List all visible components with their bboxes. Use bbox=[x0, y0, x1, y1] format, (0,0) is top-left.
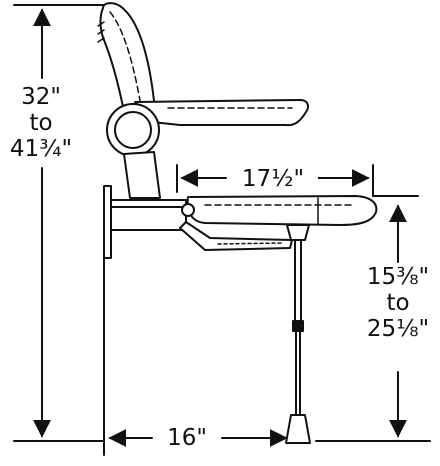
height-label-line3: 41¾" bbox=[9, 136, 73, 162]
armrest bbox=[134, 99, 309, 127]
height-label-line1: 32" bbox=[21, 84, 61, 110]
height-label: 32" to 41¾" bbox=[6, 84, 76, 162]
wall-mount-plate bbox=[103, 185, 187, 259]
seat-height-dimension-line bbox=[315, 204, 431, 442]
seat-height-label-line3: 25⅛" bbox=[366, 316, 430, 342]
folding-brace bbox=[179, 221, 293, 251]
seat bbox=[181, 195, 378, 226]
seat-depth-label: 17½" bbox=[228, 166, 318, 192]
rear-support-post bbox=[123, 151, 161, 199]
height-dimension-line bbox=[13, 4, 105, 442]
height-label-line2: to bbox=[29, 110, 53, 136]
seat-depth-dimension-line bbox=[176, 164, 419, 197]
wall-to-leg-label: 16" bbox=[154, 425, 220, 451]
seat-height-label: 15⅜" to 25⅛" bbox=[358, 264, 438, 342]
adjustable-leg bbox=[285, 224, 311, 444]
pivot-hinge bbox=[106, 103, 160, 157]
seat-height-label-line1: 15⅜" bbox=[366, 264, 430, 290]
seat-height-label-line2: to bbox=[386, 290, 410, 316]
